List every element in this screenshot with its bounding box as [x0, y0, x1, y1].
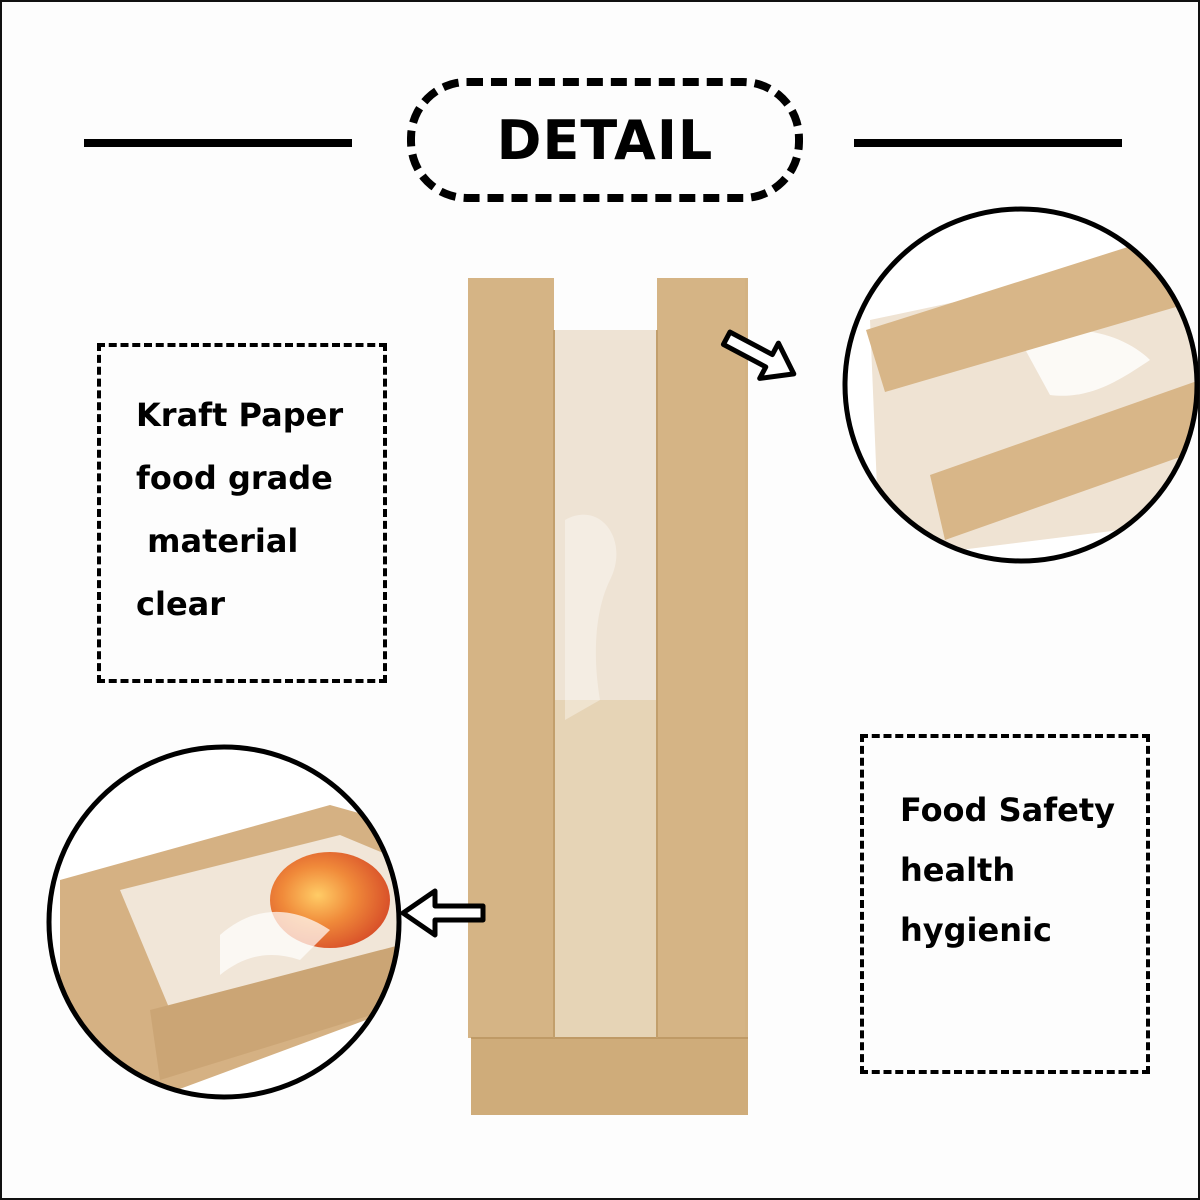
feature-text-clear: clear	[136, 585, 226, 623]
bag-left-flap	[468, 278, 554, 1038]
bag-window-lower-tint	[554, 700, 657, 1038]
zoom-circle-top	[845, 209, 1197, 561]
header-rule-right	[854, 139, 1122, 147]
bag-bottom-fold	[471, 1038, 748, 1115]
feature-text-food-safety: Food Safety	[900, 791, 1115, 829]
feature-text-kraft-paper: Kraft Paper	[136, 396, 344, 434]
feature-text-health: health	[900, 851, 1016, 889]
arrow-right-icon	[720, 329, 797, 381]
header-rule-left	[84, 139, 352, 147]
zoom-top-strip-lower	[930, 380, 1197, 540]
feature-box-left	[97, 343, 387, 683]
kraft-bag	[468, 278, 748, 1115]
feature-box-right	[860, 734, 1150, 1074]
page-title: DETAIL	[496, 108, 714, 172]
title-pill	[407, 78, 803, 202]
zoom-circle-bottom	[49, 747, 399, 1097]
bag-right-flap	[657, 278, 745, 1038]
arrow-left-icon	[400, 888, 486, 938]
feature-text-food-grade: food grade	[136, 459, 333, 497]
zoom-top-strip-upper	[866, 240, 1197, 392]
feature-text-material: material	[136, 522, 299, 560]
bag-window-top-gap	[554, 278, 657, 330]
zoom-circle-top-outline	[842, 206, 1200, 564]
bag-window-highlight	[565, 514, 617, 720]
zoom-circle-bottom-outline	[46, 744, 402, 1100]
feature-text-hygienic: hygienic	[900, 911, 1052, 949]
